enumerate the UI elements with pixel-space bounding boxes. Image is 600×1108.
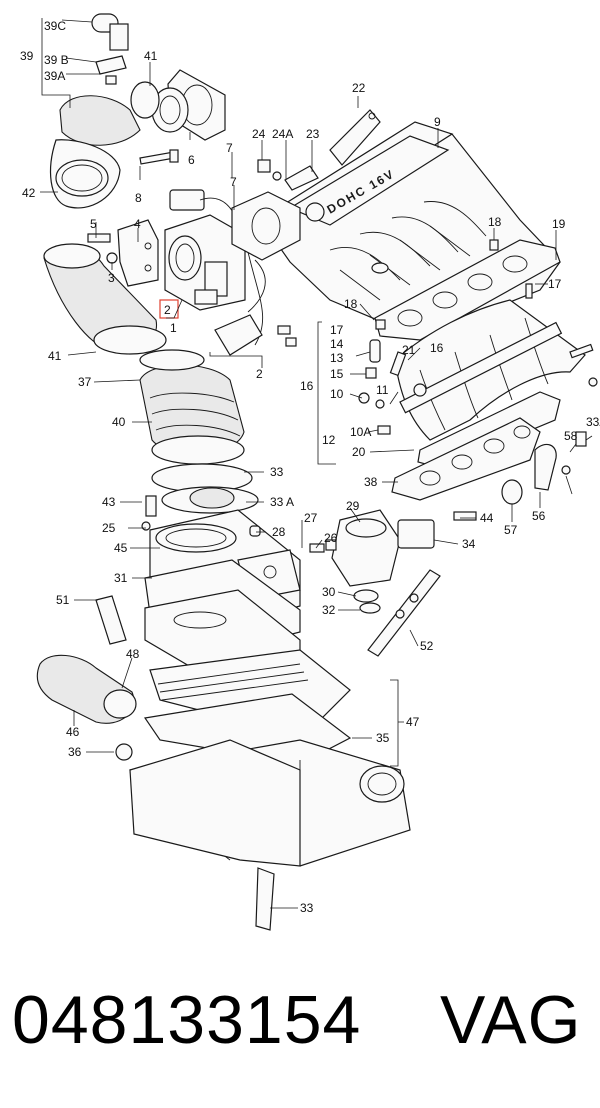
callout-41: 37	[78, 375, 92, 389]
callout-27: 26	[324, 531, 338, 545]
callout-7-mid: 7	[230, 175, 237, 189]
callout-24a: 24A	[272, 127, 293, 141]
callout-10: 16	[300, 379, 314, 393]
callout-37: 40	[112, 415, 126, 429]
callout-47: 35	[376, 731, 390, 745]
callout-10a: 12	[322, 433, 336, 447]
callout-18: 18	[344, 297, 358, 311]
flange-gasket-top	[151, 69, 226, 141]
bolt-8	[139, 149, 179, 165]
callout-45: 28	[272, 525, 286, 539]
callout-3: 3	[108, 271, 115, 285]
callout-33: 43	[102, 495, 116, 509]
callout-20: 38	[364, 475, 378, 489]
sensor-connector	[214, 259, 297, 356]
callout-23: 23	[306, 127, 320, 141]
callout-35: 36	[68, 745, 82, 759]
brand-name: VAG	[440, 982, 582, 1058]
callout-21: 11	[376, 383, 389, 397]
callout-32: 52	[420, 639, 434, 653]
callout-33a: 25	[102, 521, 116, 535]
ring-filter-40-43	[151, 463, 259, 514]
callout-46: 47	[406, 715, 420, 729]
manifold-gasket	[374, 239, 561, 341]
intake-runners	[394, 299, 586, 441]
callout-24: 24	[252, 127, 266, 141]
callout-17-right: 17	[548, 277, 562, 291]
callout-4: 4	[134, 217, 141, 231]
callout-57: 56	[532, 509, 546, 523]
callout-labels: 39C 39 39 B 39A 41 42 5 4 3 8 6 7 7 22 2…	[20, 19, 600, 915]
callout-31: 30	[322, 585, 336, 599]
callout-30: 32	[322, 603, 336, 617]
callout-39b: 39 B	[44, 53, 69, 67]
air-box	[129, 649, 411, 867]
callout-16: 17	[330, 323, 344, 337]
callout-9: 9	[434, 115, 441, 129]
callout-52: 51	[56, 593, 70, 607]
callout-1: 1	[170, 321, 177, 335]
callout-28: 27	[304, 511, 318, 525]
callout-11: 10A	[350, 425, 371, 439]
callout-14: 13	[330, 351, 344, 365]
callout-44: 34	[462, 537, 476, 551]
callout-16-right: 16	[430, 341, 444, 355]
callout-58: 57	[504, 523, 518, 537]
callout-17: 14	[330, 337, 344, 351]
callout-6: 6	[188, 153, 195, 167]
callout-48: 46	[66, 725, 80, 739]
upper-intake-hose	[49, 13, 160, 209]
intake-hose-38	[43, 243, 167, 355]
callout-39c: 39C	[44, 19, 66, 33]
callout-36: 33	[300, 901, 314, 915]
callout-29: 44	[480, 511, 494, 525]
callout-16-lower: 21	[402, 343, 416, 357]
callout-2: 2	[256, 367, 263, 381]
callout-26: 29	[346, 499, 360, 513]
callout-40: 33	[270, 465, 284, 479]
callout-8: 8	[135, 191, 142, 205]
callout-51: 48	[126, 647, 140, 661]
callout-2-highlighted: 2	[164, 303, 171, 317]
air-hose-48	[36, 595, 275, 931]
callout-22: 22	[352, 81, 366, 95]
callout-39: 39	[20, 49, 34, 63]
exploded-parts-diagram: DOHC 16V	[20, 13, 600, 931]
callout-13: 15	[330, 367, 344, 381]
leader-lines	[40, 18, 593, 909]
callout-5: 5	[90, 217, 97, 231]
callout-34: 31	[114, 571, 128, 585]
part-number: 048133154	[12, 982, 362, 1058]
bellows-37	[139, 349, 245, 465]
throttle-gasket	[231, 191, 301, 261]
callout-12: 20	[352, 445, 366, 459]
callout-41-top: 41	[144, 49, 158, 63]
callout-42: 42	[22, 186, 36, 200]
injector-parts	[358, 239, 598, 435]
callout-43: 33 A	[270, 495, 294, 509]
callout-19: 19	[552, 217, 566, 231]
bracket-22	[257, 109, 381, 191]
callout-39a: 39A	[44, 69, 65, 83]
callout-33-right: 33A	[586, 415, 600, 429]
callout-15: 10	[330, 387, 344, 401]
callout-33a-right: 58	[564, 429, 578, 443]
callout-38: 41	[48, 349, 62, 363]
sensor-56-58	[501, 431, 587, 505]
throttle-body	[164, 189, 264, 346]
callout-7-top: 7	[226, 141, 233, 155]
distributor	[309, 509, 477, 657]
lower-gaskets	[391, 391, 561, 501]
callout-18-top: 18	[488, 215, 502, 229]
callout-25: 45	[114, 541, 128, 555]
